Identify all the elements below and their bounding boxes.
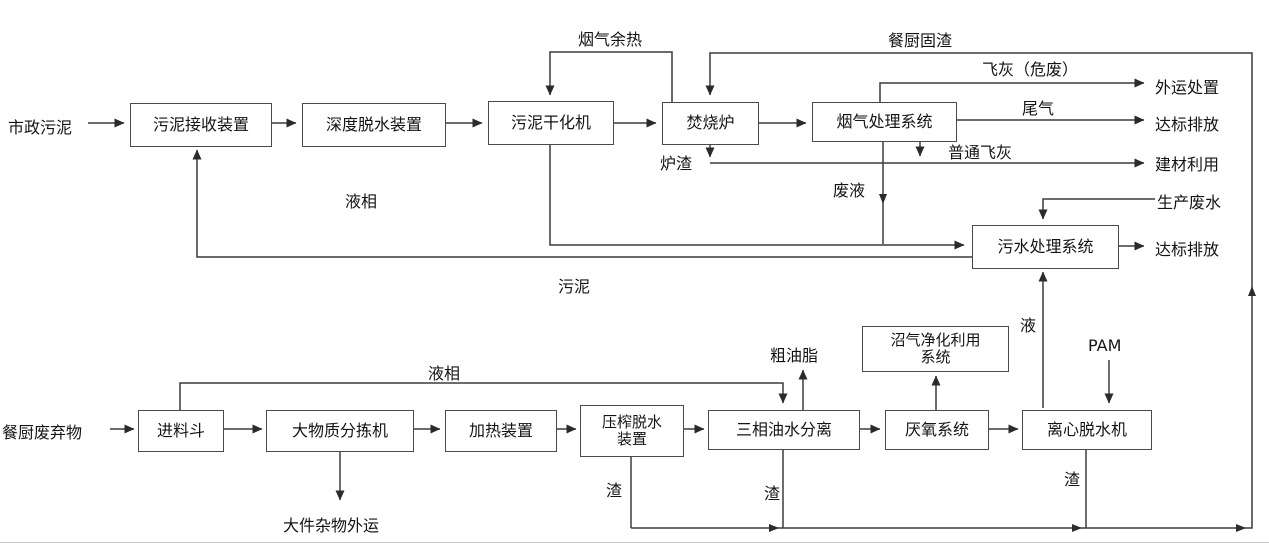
edge-fly-ash-hazardous bbox=[879, 78, 1145, 102]
box-feed-hopper-label: 进料斗 bbox=[156, 420, 205, 440]
label-production-wastewater: 生产废水 bbox=[1157, 193, 1222, 212]
arrowhead-residue-line-2 bbox=[1072, 524, 1082, 532]
box-centrifugal-dewatering-label: 离心脱水机 bbox=[1046, 419, 1127, 439]
box-heating-device: 加热装置 bbox=[445, 410, 557, 452]
edge-dryer-condensate-to-wwtp bbox=[549, 143, 965, 250]
label-pam: PAM bbox=[1088, 336, 1122, 355]
box-centrifugal-dewatering: 离心脱水机 bbox=[1022, 410, 1152, 450]
box-wastewater-treatment: 污水处理系统 bbox=[972, 225, 1119, 269]
arrowhead-residue-line-1 bbox=[769, 524, 779, 532]
label-bulky-waste-outbound: 大件杂物外运 bbox=[283, 516, 380, 535]
label-residue-centrifuge: 渣 bbox=[1064, 470, 1081, 489]
page-bottom-rule bbox=[0, 542, 1269, 543]
label-kitchen-solid-residue: 餐厨固渣 bbox=[888, 31, 953, 50]
box-sludge-receiving-label: 污泥接收装置 bbox=[152, 114, 249, 134]
box-feed-hopper: 进料斗 bbox=[138, 410, 224, 452]
box-biogas-purification-label-line2: 系统 bbox=[920, 348, 951, 366]
box-large-object-sorter-label: 大物质分拣机 bbox=[291, 420, 388, 440]
label-residue-separation: 渣 bbox=[764, 484, 781, 503]
label-offsite-disposal: 外运处置 bbox=[1155, 78, 1220, 97]
label-building-material-use: 建材利用 bbox=[1155, 155, 1220, 174]
box-biogas-purification-label-line1: 沼气净化利用 bbox=[890, 330, 981, 349]
label-waste-liquid: 废液 bbox=[833, 181, 866, 200]
box-sludge-dryer-label: 污泥干化机 bbox=[510, 112, 591, 132]
box-incinerator: 焚烧炉 bbox=[662, 102, 759, 145]
label-kitchen-waste: 餐厨废弃物 bbox=[2, 423, 83, 442]
label-flue-gas-waste-heat: 烟气余热 bbox=[578, 30, 643, 49]
box-large-object-sorter: 大物质分拣机 bbox=[266, 410, 414, 452]
box-anaerobic-system-label: 厌氧系统 bbox=[904, 419, 969, 439]
label-discharge-standard-top: 达标排放 bbox=[1155, 115, 1220, 134]
label-crude-grease: 粗油脂 bbox=[770, 346, 819, 365]
box-sludge-receiving: 污泥接收装置 bbox=[130, 103, 272, 147]
box-biogas-purification: 沼气净化利用 系统 bbox=[862, 326, 1009, 372]
box-press-dewatering-label-line1: 压榨脱水 bbox=[601, 412, 662, 431]
box-three-phase-separation-label: 三相油水分离 bbox=[735, 419, 832, 439]
label-liquid-phase-bottom: 液相 bbox=[428, 364, 461, 383]
box-flue-gas-treatment-label: 烟气处理系统 bbox=[836, 111, 933, 131]
edge-liquid-phase-bypass bbox=[179, 382, 788, 410]
box-press-dewatering-label-line2: 装置 bbox=[616, 430, 647, 448]
box-incinerator-label: 焚烧炉 bbox=[686, 113, 735, 133]
label-furnace-slag: 炉渣 bbox=[660, 154, 693, 173]
edge-sludge-return bbox=[192, 149, 972, 258]
arrowhead-waste-liquid-down bbox=[879, 194, 887, 204]
box-deep-dewatering-label: 深度脱水装置 bbox=[325, 114, 422, 134]
box-sludge-dryer: 污泥干化机 bbox=[488, 101, 614, 145]
box-anaerobic-system: 厌氧系统 bbox=[885, 410, 989, 450]
label-liquid-phase-top: 液相 bbox=[345, 192, 378, 211]
box-flue-gas-treatment: 烟气处理系统 bbox=[812, 102, 957, 142]
label-liquid: 液 bbox=[1020, 316, 1037, 335]
arrowhead-residue-riser-up bbox=[1248, 286, 1256, 296]
edge-production-wastewater bbox=[1038, 198, 1155, 220]
label-sludge-return: 污泥 bbox=[558, 277, 591, 296]
label-ordinary-fly-ash: 普通飞灰 bbox=[948, 143, 1013, 162]
edge-residue-collect-to-incinerator bbox=[631, 52, 1253, 529]
box-heating-device-label: 加热装置 bbox=[468, 420, 533, 440]
arrowhead-residue-line-3 bbox=[1236, 524, 1246, 532]
label-residue-press: 渣 bbox=[606, 481, 623, 500]
label-tail-gas: 尾气 bbox=[1022, 99, 1055, 118]
box-deep-dewatering: 深度脱水装置 bbox=[302, 103, 446, 147]
box-wastewater-treatment-label: 污水处理系统 bbox=[997, 236, 1094, 256]
label-fly-ash-hazardous: 飞灰（危废） bbox=[982, 60, 1079, 79]
box-press-dewatering: 压榨脱水 装置 bbox=[580, 405, 684, 457]
label-municipal-sludge: 市政污泥 bbox=[8, 118, 73, 137]
box-three-phase-separation: 三相油水分离 bbox=[708, 410, 860, 450]
edge-waste-heat-loop bbox=[545, 51, 673, 102]
label-discharge-standard-wwtp: 达标排放 bbox=[1155, 240, 1220, 259]
